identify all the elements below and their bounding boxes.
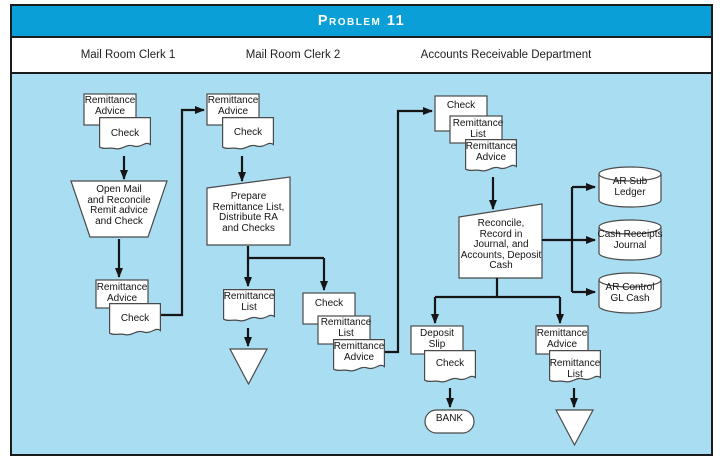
flow-connectors [115, 106, 596, 408]
column-header-ar-dept: Accounts Receivable Department [420, 49, 592, 61]
doc-label-check: Check [446, 100, 476, 111]
connector-line [435, 278, 560, 299]
column-header-clerk1: Mail Room Clerk 1 [80, 49, 176, 61]
datastore-label-ar-control: AR Control GL Cash [605, 282, 655, 304]
file-triangle [555, 409, 594, 447]
doc-label-check: Check [110, 128, 140, 139]
doc-label-remittance-list: Remittance List [320, 317, 372, 339]
terminator-bank [424, 409, 475, 434]
doc-label-remittance-advice: Remittance Advice [84, 95, 136, 117]
doc-label-remittance-list: Remittance List [549, 358, 601, 380]
connector-line [542, 187, 574, 292]
page-title: Problem 11 [317, 13, 406, 29]
doc-label-remittance-advice: Remittance Advice [96, 282, 148, 304]
doc-label-check: Check [233, 127, 263, 138]
doc-label-deposit-slip: Deposit Slip [420, 328, 454, 350]
column-header-band: Mail Room Clerk 1 Mail Room Clerk 2 Acco… [12, 38, 711, 74]
datastore-label-ar-sub-ledger: AR Sub Ledger [612, 176, 648, 198]
doc-label-remittance-list: Remittance List [452, 118, 504, 140]
process-label-reconcile: Reconcile, Record in Journal, and Accoun… [460, 218, 542, 271]
doc-label-remittance-advice: Remittance Advice [465, 141, 517, 163]
process-label-open-mail: Open Mail and Reconcile Remit advice and… [87, 184, 151, 227]
process-label-prepare-list: Prepare Remittance List, Distribute RA a… [212, 191, 285, 234]
doc-label-remittance-advice: Remittance Advice [536, 328, 588, 350]
doc-deposit-slip [410, 325, 464, 355]
doc-label-check: Check [120, 313, 150, 324]
connector-arrow [385, 107, 433, 354]
connector-line [246, 246, 324, 260]
file-triangle [229, 348, 268, 386]
column-header-clerk2: Mail Room Clerk 2 [245, 49, 341, 61]
datastore-label-cash-receipts: Cash Receipts Journal [597, 229, 663, 251]
terminator-label-bank: BANK [435, 413, 464, 424]
connector-arrow [161, 106, 205, 317]
doc-remittance-advice [535, 325, 589, 355]
process-prepare-remittance-list [206, 176, 291, 246]
doc-label-check: Check [314, 298, 344, 309]
doc-label-remittance-advice: Remittance Advice [207, 95, 259, 117]
manual-op-open-mail [70, 180, 168, 238]
title-banner: Problem 11 [12, 6, 711, 38]
process-reconcile-record [458, 203, 543, 279]
doc-remittance-list [449, 115, 503, 144]
doc-label-remittance-list: Remittance List [223, 291, 275, 313]
doc-label-check: Check [435, 358, 465, 369]
doc-label-remittance-advice: Remittance Advice [333, 341, 385, 363]
